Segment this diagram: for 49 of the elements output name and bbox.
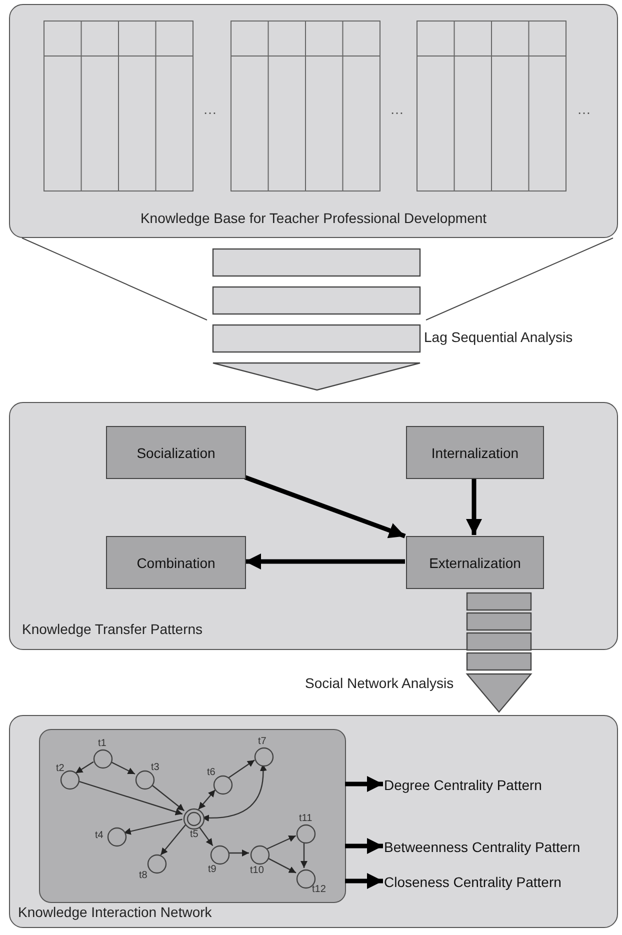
process-box: Socialization [106, 426, 246, 479]
network-panel [39, 729, 346, 903]
analysis-label: Social Network Analysis [305, 675, 454, 691]
node-label: t3 [151, 762, 160, 774]
node-label: t11 [299, 813, 312, 825]
arrow [124, 818, 182, 835]
node-label: t7 [258, 736, 266, 748]
process-box: Internalization [406, 426, 544, 479]
node-label: t4 [95, 830, 104, 842]
arrow [345, 838, 383, 854]
pattern-label: Betweenness Centrality Pattern [384, 837, 614, 857]
arrow [345, 776, 383, 792]
ellipsis: … [577, 101, 591, 117]
process-box: Externalization [406, 536, 544, 589]
node-label: t5 [190, 829, 198, 841]
ellipsis: … [390, 101, 404, 117]
arrow [266, 835, 296, 850]
node-label: t6 [207, 767, 216, 779]
node-label: t2 [56, 763, 64, 775]
panel [9, 402, 618, 650]
node-label: t10 [250, 865, 264, 877]
node-label: t8 [139, 870, 148, 882]
arrow [345, 873, 383, 889]
arrow [228, 760, 255, 778]
node-label: t1 [98, 738, 106, 750]
arrow [266, 856, 296, 874]
arrow [202, 764, 267, 822]
node-label: t9 [208, 864, 216, 876]
process-box: Combination [106, 536, 246, 589]
arrow [150, 783, 185, 812]
arrow [197, 824, 214, 846]
arrow [245, 554, 405, 570]
arrow [244, 475, 406, 538]
arrow [466, 478, 482, 535]
arrow [300, 841, 308, 868]
node-label: t12 [312, 884, 326, 896]
panel-title: Knowledge Interaction Network [18, 904, 212, 920]
ellipsis: … [203, 101, 217, 117]
arrow [198, 789, 216, 810]
pattern-label: Degree Centrality Pattern [384, 775, 569, 795]
panel-title: Knowledge Transfer Patterns [22, 621, 203, 637]
arrow [227, 850, 249, 856]
panel [9, 4, 618, 238]
panel [9, 715, 618, 928]
panel-title: Knowledge Base for Teacher Professional Development [139, 210, 488, 226]
arrow [160, 824, 186, 856]
arrow [75, 761, 94, 774]
pattern-label: Closeness Centrality Pattern [384, 872, 584, 892]
analysis-label: Lag Sequential Analysis [424, 329, 573, 345]
